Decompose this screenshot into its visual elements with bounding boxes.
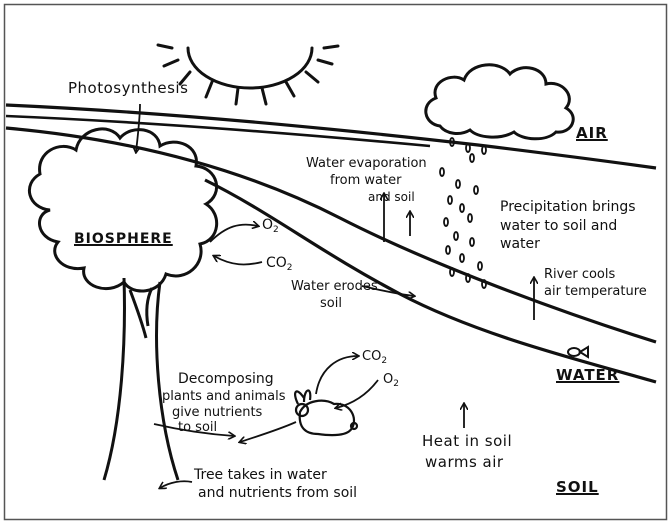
photosynthesis-arrow (136, 103, 141, 152)
river-line2: air temperature (544, 284, 647, 299)
sun-icon (156, 43, 340, 106)
evaporation-line2: from water (330, 173, 402, 188)
co2-tree-arrow (214, 256, 263, 266)
air-boundary-line (5, 103, 657, 170)
decomposing-line3: give nutrients (172, 405, 263, 420)
decomposing-line1: Decomposing (178, 371, 274, 387)
rabbit-to-soil-arrow (240, 421, 297, 442)
precipitation-line3: water (500, 236, 540, 252)
o2-rabbit-arrow (336, 379, 379, 408)
fish-icon (567, 345, 589, 359)
cloud-icon (424, 63, 575, 141)
biosphere-label: BIOSPHERE (74, 231, 173, 247)
evaporation-line3: and soil (368, 190, 415, 204)
erodes-arrow (361, 285, 414, 296)
decomposing-line4: to soil (178, 420, 218, 435)
arrows (136, 103, 534, 488)
erodes-line1: Water erodes (291, 279, 378, 294)
air-boundary-line-2 (5, 114, 431, 148)
co2-rabbit-label: CO2 (362, 349, 388, 366)
precipitation-line2: water to soil and (500, 218, 618, 234)
river-top-bank (5, 126, 657, 344)
tree-intake-line1: Tree takes in water (194, 467, 327, 483)
evaporation-line1: Water evaporation (306, 156, 427, 171)
heat-line1: Heat in soil (422, 432, 513, 450)
river-line1: River cools (544, 267, 616, 282)
heat-line2: warms air (425, 453, 504, 471)
o2-tree-arrow (209, 225, 258, 243)
raindrops (439, 137, 487, 289)
precipitation-line1: Precipitation brings (500, 199, 636, 215)
air-label: AIR (576, 124, 608, 142)
co2-tree-label: CO2 (266, 255, 293, 273)
co2-rabbit-arrow (315, 356, 358, 395)
soil-label: SOIL (556, 478, 599, 496)
erodes-line2: soil (320, 296, 342, 311)
tree-intake-arrow (160, 480, 193, 488)
figure-border (3, 3, 668, 521)
o2-tree-label: O2 (262, 217, 279, 235)
tree-icon (28, 127, 219, 481)
rabbit-icon (294, 389, 359, 437)
photosynthesis-label: Photosynthesis (68, 79, 189, 97)
decomposing-line2: plants and animals (162, 389, 286, 404)
decomp-arrow (153, 423, 234, 436)
water-label: WATER (556, 366, 620, 384)
o2-rabbit-label: O2 (383, 372, 399, 389)
tree-intake-line2: and nutrients from soil (198, 485, 358, 501)
